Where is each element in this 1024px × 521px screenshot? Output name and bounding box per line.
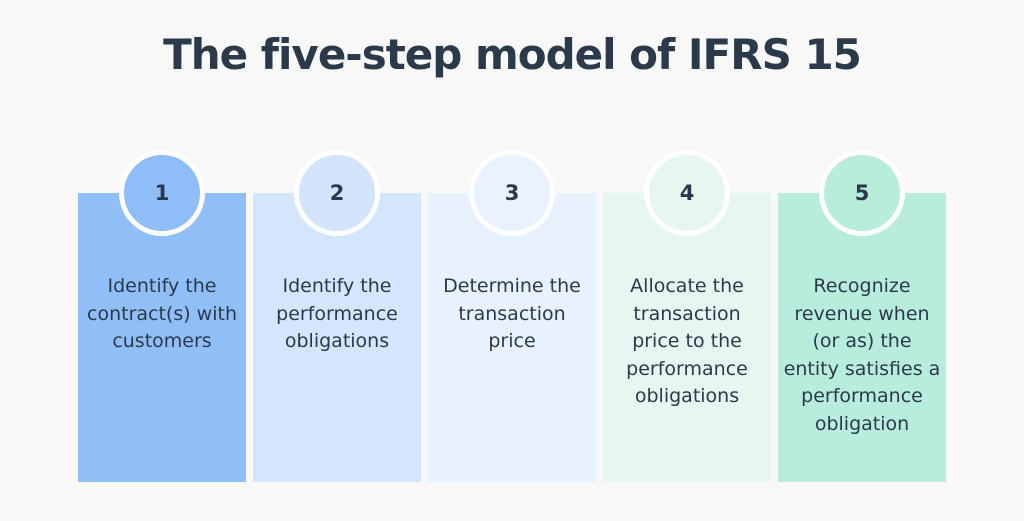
step-number-circle-4: 4 xyxy=(644,150,730,236)
step-card-1: Identify the contract(s) with customers xyxy=(78,193,246,482)
step-text-5: Recognize revenue when (or as) the entit… xyxy=(783,275,941,435)
step-card-5: Recognize revenue when (or as) the entit… xyxy=(778,193,946,482)
step-number-circle-1: 1 xyxy=(119,150,205,236)
step-number-circle-3: 3 xyxy=(469,150,555,236)
step-number-circle-2: 2 xyxy=(294,150,380,236)
step-card-4: Allocate the transaction price to the pe… xyxy=(603,193,771,482)
step-card-2: Identify the performance obligations xyxy=(253,193,421,482)
step-number-circle-5: 5 xyxy=(819,150,905,236)
page-title: The five-step model of IFRS 15 xyxy=(163,30,862,79)
step-text-4: Allocate the transaction price to the pe… xyxy=(626,275,748,407)
step-card-3: Determine the transaction price xyxy=(428,193,596,482)
step-text-3: Determine the transaction price xyxy=(443,275,581,352)
step-text-2: Identify the performance obligations xyxy=(276,275,398,352)
step-text-1: Identify the contract(s) with customers xyxy=(87,275,237,352)
steps-row: Identify the contract(s) with customers … xyxy=(78,193,946,482)
